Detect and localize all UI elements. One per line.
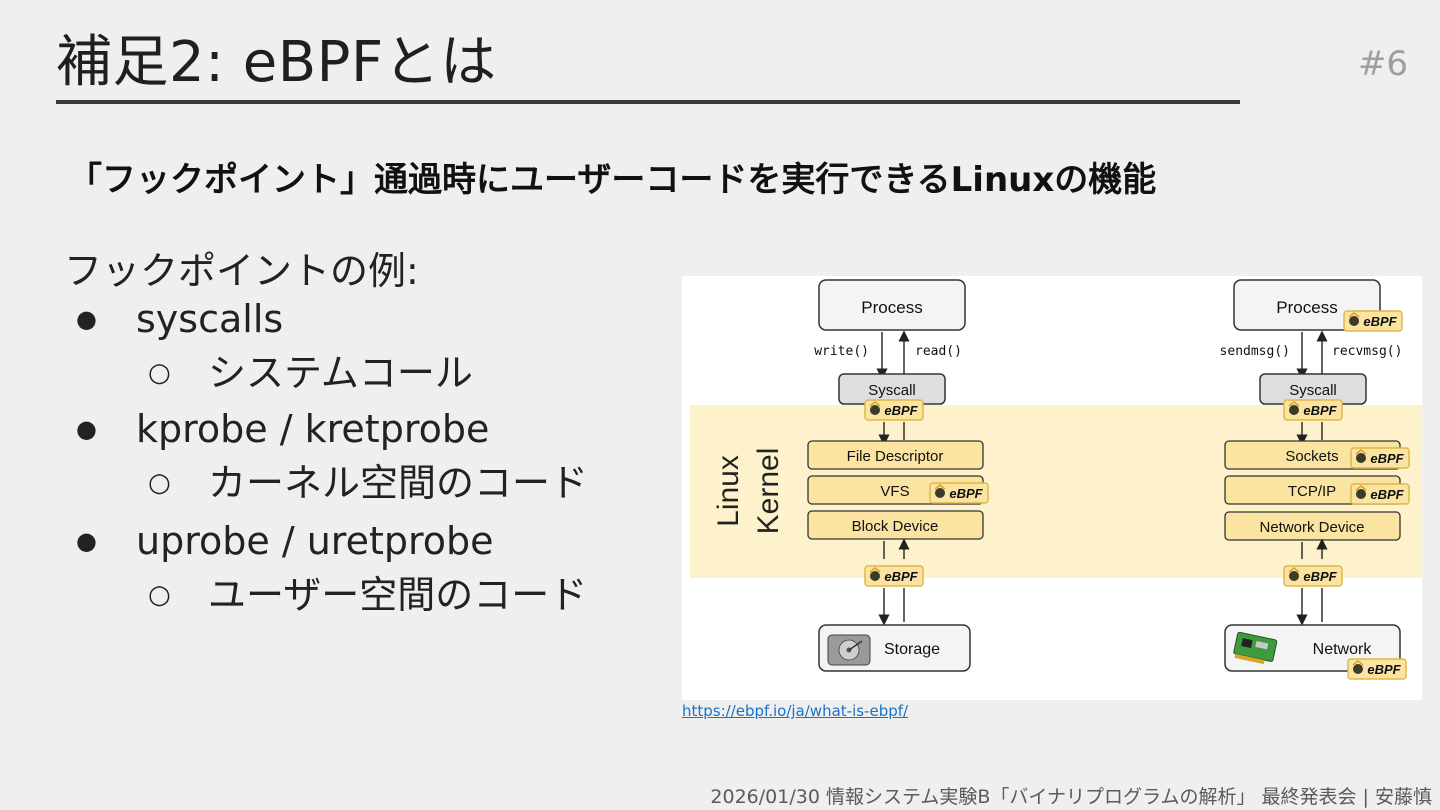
call-up-label: recvmsg() [1332, 344, 1402, 359]
process-label: Process [1276, 298, 1337, 317]
layer-label: Block Device [852, 518, 939, 535]
bullet-icon: ● [76, 527, 97, 555]
hook-examples-heading: フックポイントの例: [64, 249, 419, 293]
page-number: #6 [1357, 44, 1408, 84]
layer-label: Network Device [1259, 519, 1364, 536]
process-label: Process [861, 298, 922, 317]
hook-description: システムコール [208, 351, 473, 395]
ebpf-badge-label: eBPF [1303, 569, 1337, 584]
layer-label: Sockets [1285, 448, 1338, 465]
reference-link[interactable]: https://ebpf.io/ja/what-is-ebpf/ [682, 702, 909, 720]
left-stack: Process write() read() Syscall eBPF File… [807, 279, 989, 672]
hook-description: カーネル空間のコード [208, 461, 589, 505]
process-box [818, 279, 966, 331]
ebpf-badge-label: eBPF [1363, 314, 1397, 329]
ebpf-badge: eBPF [864, 399, 924, 421]
right-stack: Process eBPF sendmsg() recvmsg() Syscall… [1220, 279, 1410, 680]
hard-drive-icon [827, 634, 871, 666]
layer-label: TCP/IP [1288, 483, 1336, 500]
ebpf-badge-label: eBPF [949, 486, 983, 501]
ebpf-badge: eBPF [929, 482, 989, 504]
hook-description: ユーザー空間のコード [208, 573, 588, 617]
ebpf-badge: eBPF [1347, 658, 1407, 680]
ebpf-badge: eBPF [1283, 565, 1343, 587]
ebpf-badge: eBPF [1350, 447, 1410, 469]
call-down-label: write() [814, 344, 869, 359]
layer-box [807, 440, 984, 470]
ebpf-badge: eBPF [1343, 310, 1403, 332]
ebpf-badge-label: eBPF [1367, 662, 1401, 677]
slide-footer: 2026/01/30 情報システム実験B「バイナリプログラムの解析」 最終発表会… [710, 786, 1432, 808]
bullet-icon: ● [76, 305, 97, 333]
ebpf-badge-label: eBPF [884, 569, 918, 584]
kernel-label-line2: Kernel [752, 448, 785, 535]
title-underline [56, 100, 1240, 104]
ebpf-badge: eBPF [1283, 399, 1343, 421]
sub-bullet-icon: ○ [148, 358, 171, 388]
sub-bullet-icon: ○ [148, 580, 171, 610]
layer-label: File Descriptor [847, 448, 944, 465]
call-down-label: sendmsg() [1220, 344, 1290, 359]
sub-bullet-icon: ○ [148, 468, 171, 498]
bullet-icon: ● [76, 415, 97, 443]
syscall-label: Syscall [868, 382, 916, 399]
layer-box [1224, 511, 1401, 541]
ebpf-badge-label: eBPF [1370, 487, 1404, 502]
layer-label: VFS [880, 483, 909, 500]
slide-subtitle: 「フックポイント」通過時にユーザーコードを実行できるLinuxの機能 [68, 160, 1157, 200]
ebpf-hook-diagram: Linux Kernel Process write() read() Sysc… [682, 276, 1422, 700]
layer-box [807, 510, 984, 540]
ebpf-badge-label: eBPF [1303, 403, 1337, 418]
slide-title: 補足2: eBPFとは [56, 30, 497, 95]
ebpf-badge-label: eBPF [1370, 451, 1404, 466]
hook-name: uprobe / uretprobe [136, 519, 494, 563]
device-label: Network [1313, 641, 1373, 658]
hook-name: syscalls [136, 297, 284, 341]
ebpf-badge: eBPF [1350, 483, 1410, 505]
kernel-label-line1: Linux [712, 455, 745, 527]
ebpf-badge-label: eBPF [884, 403, 918, 418]
syscall-label: Syscall [1289, 382, 1337, 399]
hook-name: kprobe / kretprobe [136, 407, 490, 451]
network-card-icon [1233, 631, 1278, 665]
ebpf-badge: eBPF [864, 565, 924, 587]
device-label: Storage [884, 641, 940, 658]
call-up-label: read() [915, 344, 962, 359]
